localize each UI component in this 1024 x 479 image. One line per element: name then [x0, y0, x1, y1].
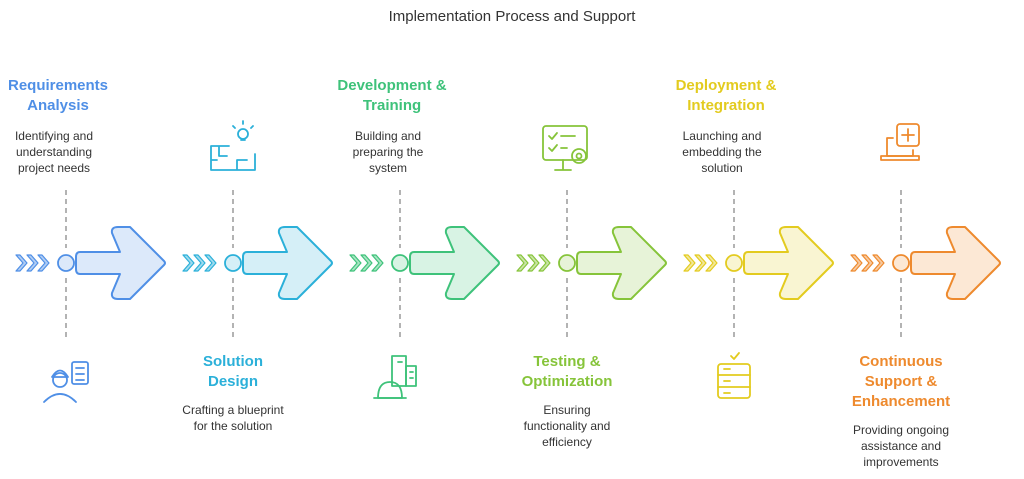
stage-marker: [725, 254, 743, 272]
chevron-icon: [872, 254, 885, 272]
stage-description: Providing ongoing assistance and improve…: [852, 423, 950, 469]
engineer-clipboard-icon: [43, 361, 89, 403]
chevron-icon: [37, 254, 50, 272]
chevron-icon: [204, 254, 217, 272]
stage-6: [850, 123, 1001, 340]
stage-title: Continuous Support & Enhancement: [851, 353, 951, 410]
stage-marker: [391, 254, 409, 272]
stage-title: Requirements Analysis: [7, 77, 109, 114]
building-hardhat-icon: [373, 355, 417, 399]
stage-title: Testing & Optimization: [521, 353, 613, 390]
stage-3: [349, 190, 500, 399]
chevron-icon: [527, 254, 540, 272]
chevron-icon: [850, 254, 863, 272]
chevron-icon: [360, 254, 373, 272]
chevron-icon: [349, 254, 362, 272]
chevron-icon: [193, 254, 206, 272]
stage-4: [516, 125, 667, 340]
chevron-icon: [15, 254, 28, 272]
stage-description: Launching and embedding the solution: [682, 129, 762, 175]
stage-marker: [892, 254, 910, 272]
stage-2: [182, 120, 333, 340]
laptop-medical-icon: [880, 123, 920, 161]
stage-5: [683, 190, 834, 399]
arrow-icon: [242, 226, 333, 300]
chevron-icon: [182, 254, 195, 272]
blueprint-lightbulb-icon: [210, 120, 256, 171]
chevron-icon: [538, 254, 551, 272]
stage-marker: [558, 254, 576, 272]
stage-title: Deployment & Integration: [675, 77, 777, 114]
chevron-icon: [694, 254, 707, 272]
chevron-icon: [705, 254, 718, 272]
chevron-icon: [516, 254, 529, 272]
chevron-icon: [683, 254, 696, 272]
stage-description: Ensuring functionality and efficiency: [523, 403, 611, 449]
arrow-icon: [409, 226, 500, 300]
arrow-icon: [743, 226, 834, 300]
chevron-icon: [26, 254, 39, 272]
server-stack-icon: [717, 352, 751, 399]
stage-marker: [57, 254, 75, 272]
chevron-icon: [861, 254, 874, 272]
stage-description: Identifying and understanding project ne…: [14, 129, 94, 175]
stage-1: [15, 190, 166, 403]
diagram-title: Implementation Process and Support: [388, 8, 636, 25]
stage-description: Crafting a blueprint for the solution: [182, 403, 284, 433]
stage-marker: [224, 254, 242, 272]
chevron-icon: [371, 254, 384, 272]
stage-description: Building and preparing the system: [352, 129, 424, 175]
arrow-icon: [576, 226, 667, 300]
checklist-monitor-gear-icon: [542, 125, 588, 171]
stage-title: Solution Design: [203, 353, 263, 390]
arrow-icon: [75, 226, 166, 300]
stage-title: Development & Training: [337, 77, 447, 114]
arrow-icon: [910, 226, 1001, 300]
